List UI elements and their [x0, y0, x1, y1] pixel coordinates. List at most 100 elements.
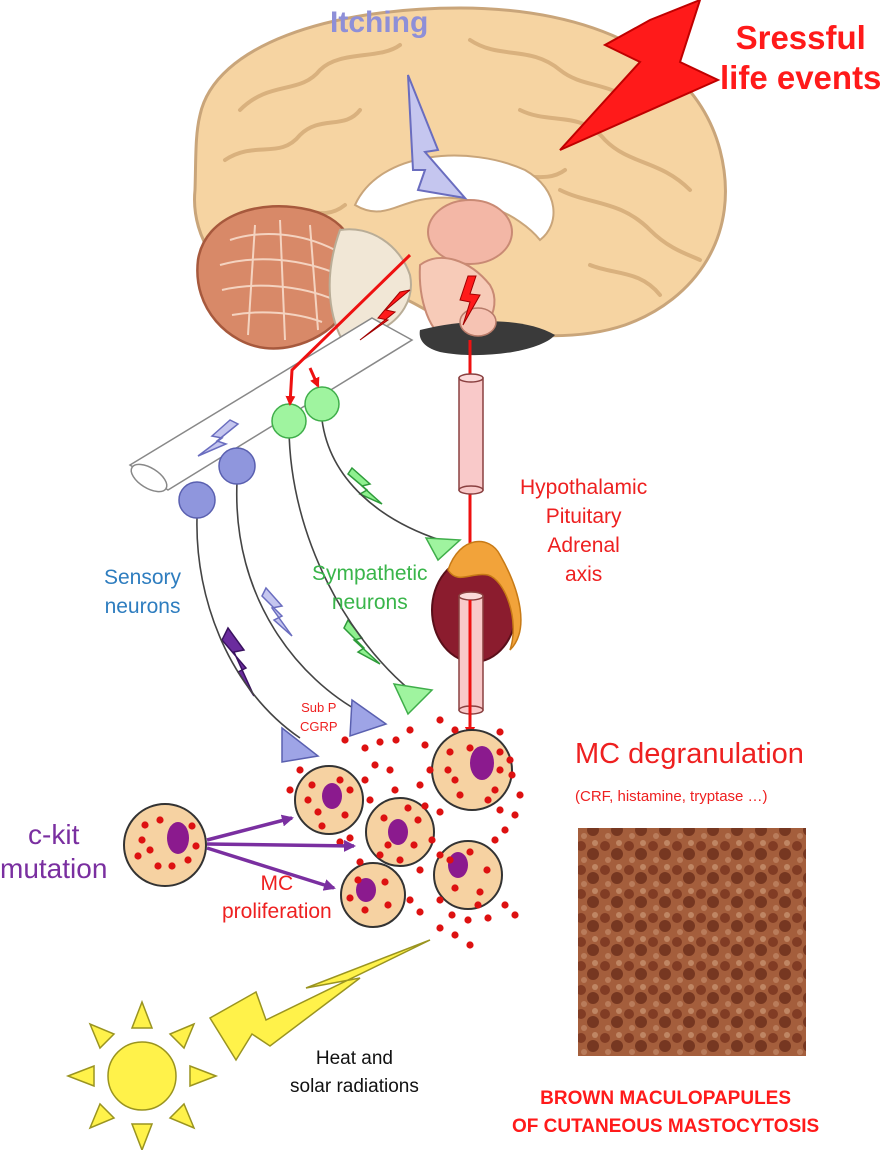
granule [361, 906, 369, 914]
mc-degranulation-mediators: (CRF, histamine, tryptase …) [575, 788, 768, 805]
lilac-lightning-1 [197, 419, 240, 457]
granule [384, 841, 392, 849]
granule [346, 786, 354, 794]
granule [416, 781, 424, 789]
sympathetic-line1: Sympathetic [312, 562, 428, 585]
granule [341, 736, 349, 744]
sympathetic-neuron-somas [271, 386, 340, 439]
granule [138, 836, 146, 844]
granule [436, 896, 444, 904]
granule [384, 901, 392, 909]
granule [436, 808, 444, 816]
granule [308, 781, 316, 789]
granule [361, 776, 369, 784]
ckit-line1: c-kit [28, 819, 80, 850]
granule [483, 866, 491, 874]
green-lightning-2 [343, 618, 381, 665]
granule [496, 748, 504, 756]
granule [511, 911, 519, 919]
proliferation-arrows [206, 814, 356, 891]
granule [416, 866, 424, 874]
stress-label-line2: life events [720, 58, 882, 96]
granule [296, 766, 304, 774]
granule [304, 796, 312, 804]
granule [444, 766, 452, 774]
granule [421, 802, 429, 810]
granule [448, 911, 456, 919]
granule [361, 744, 369, 752]
granule [406, 726, 414, 734]
purple-lightning-1 [221, 626, 255, 697]
stress-lightning-icon [559, 0, 721, 151]
granule [154, 862, 162, 870]
granule [436, 851, 444, 859]
granule [381, 878, 389, 886]
yellow-lightning-icon [208, 939, 431, 1062]
mc-proliferation-label: MC proliferation [222, 870, 332, 927]
granules [134, 716, 524, 949]
granule [410, 841, 418, 849]
hpa-cylinder-top [458, 373, 484, 495]
sensory-terminal-2 [349, 698, 388, 738]
subp-line1: Sub P [301, 700, 337, 715]
heat-line1: Heat and [315, 1048, 393, 1069]
granule [464, 916, 472, 924]
granule [484, 914, 492, 922]
granule [141, 821, 149, 829]
granule [451, 884, 459, 892]
granule [451, 776, 459, 784]
granule [346, 834, 354, 842]
granule [466, 941, 474, 949]
cerebellum [196, 205, 360, 350]
itching-lightning-icon [407, 74, 468, 200]
granule [134, 852, 142, 860]
granule [511, 811, 519, 819]
brown-line2: OF CUTANEOUS MASTOCYTOSIS [512, 1115, 820, 1137]
skin-photo [578, 828, 806, 1056]
granule [386, 766, 394, 774]
granule [396, 856, 404, 864]
heat-line2: solar radiations [290, 1075, 419, 1097]
granule [318, 822, 326, 830]
granule [476, 888, 484, 896]
granule [416, 908, 424, 916]
granule [496, 806, 504, 814]
granule [451, 931, 459, 939]
green-lightning-1 [347, 466, 383, 505]
cutaneous-mastocytosis-caption: BROWN MACULOPAPULES OF CUTANEOUS MASTOCY… [512, 1085, 819, 1140]
granule [491, 786, 499, 794]
mc-degranulation-label: MC degranulation [575, 738, 804, 770]
granule [451, 726, 459, 734]
granule [376, 851, 384, 859]
sympathetic-neurons-label: Sympathetic neurons [312, 559, 428, 618]
granule [184, 856, 192, 864]
granule [466, 848, 474, 856]
sun-icon [65, 999, 219, 1153]
subp-line2: CGRP [300, 718, 338, 734]
granule [496, 728, 504, 736]
granule [428, 836, 436, 844]
sympathetic-terminal-1 [392, 683, 434, 716]
granule [496, 766, 504, 774]
granule [474, 901, 482, 909]
granule [192, 842, 200, 850]
hpa-line4: axis [564, 562, 603, 586]
granule [491, 836, 499, 844]
granule [466, 744, 474, 752]
granule [501, 901, 509, 909]
granule [436, 924, 444, 932]
red-lightning-hypothalamus [459, 275, 481, 326]
granule [336, 776, 344, 784]
granule [156, 816, 164, 824]
hpa-axis-label: Hypothalamic Pituitary Adrenal axis [520, 474, 647, 590]
granule [414, 816, 422, 824]
brown-line1: BROWN MACULOPAPULES [540, 1088, 792, 1109]
granule [404, 804, 412, 812]
granule [168, 862, 176, 870]
spinal-cord [128, 317, 414, 493]
granule [456, 791, 464, 799]
granule [371, 761, 379, 769]
granule [336, 838, 344, 846]
